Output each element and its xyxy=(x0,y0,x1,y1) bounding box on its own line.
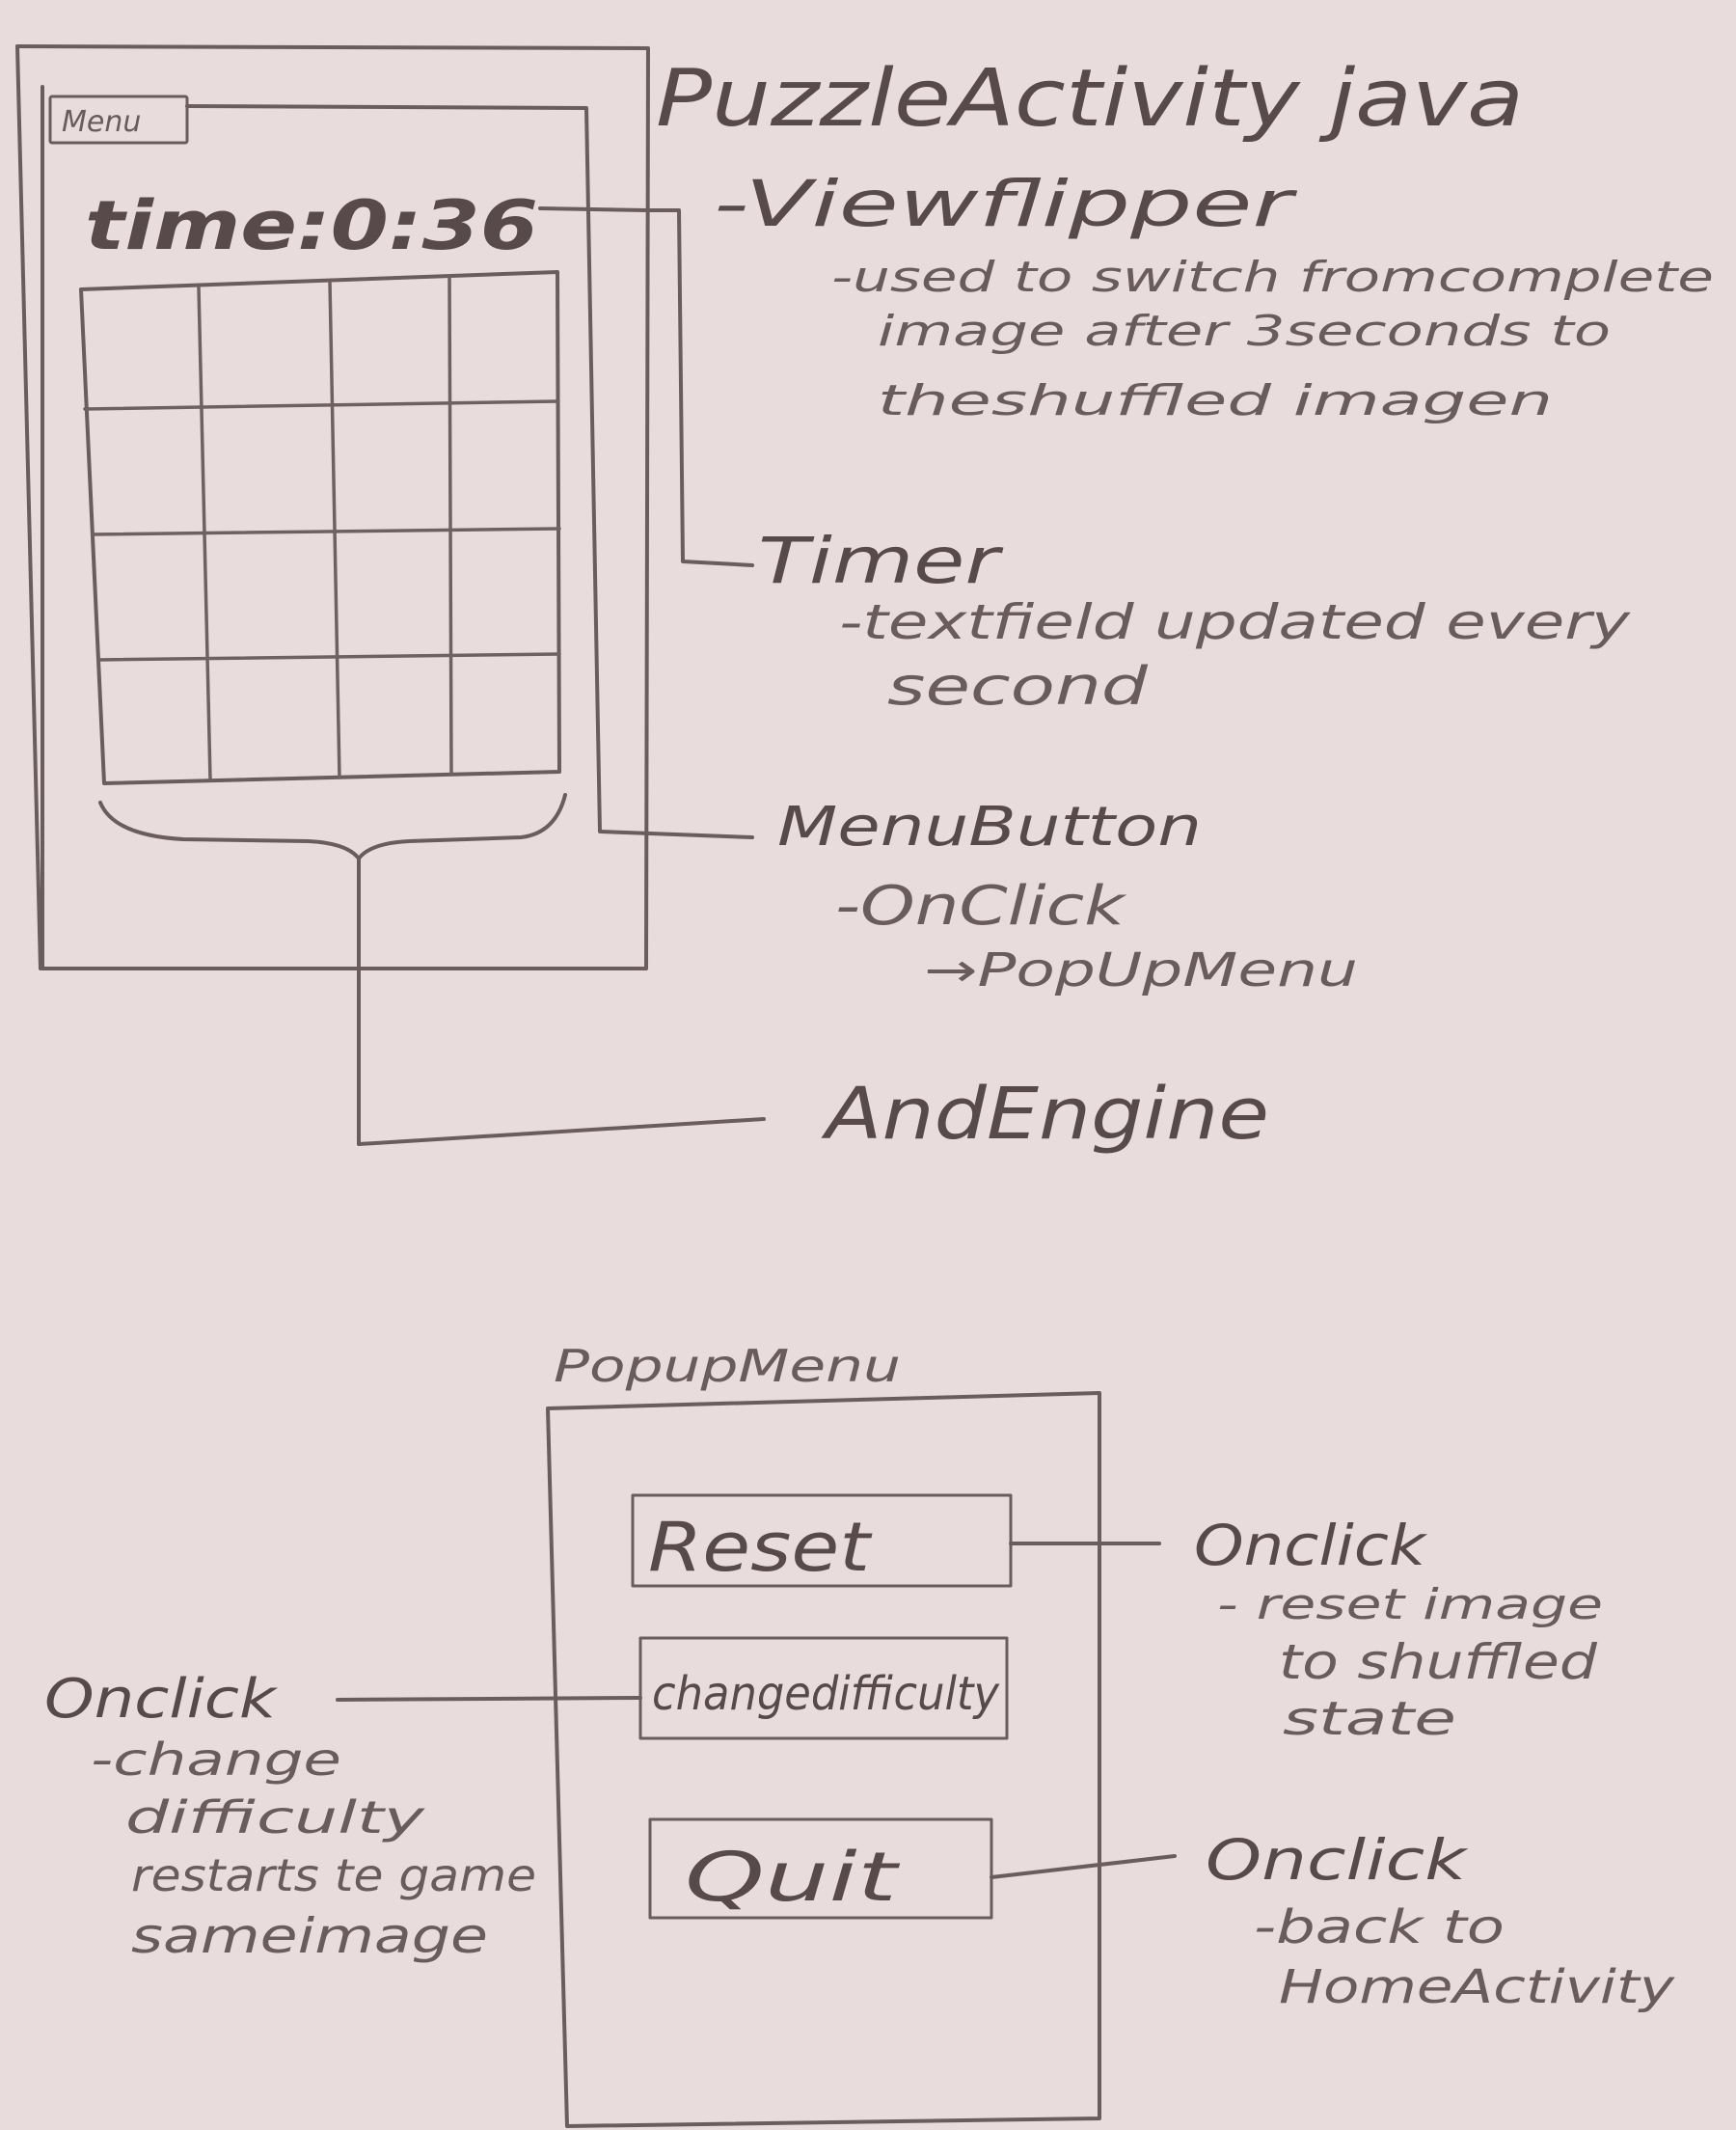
reset-note-line-1: - reset image xyxy=(1217,1580,1603,1629)
timer-connector xyxy=(538,206,754,567)
reset-button-label: Reset xyxy=(648,1508,873,1587)
menu-button-heading: MenuButton xyxy=(777,796,1202,859)
grid-row-line-2 xyxy=(91,527,561,536)
menu-button-connector xyxy=(185,104,754,839)
phone-frame xyxy=(15,44,650,970)
change-difficulty-button-label: changedifficulty xyxy=(652,1667,1000,1721)
menu-button-label: Menu xyxy=(62,105,141,139)
reset-note-line-3: state xyxy=(1283,1692,1456,1746)
difficulty-note-heading: Onclick xyxy=(44,1668,279,1731)
menu-button-line-2: →PopUpMenu xyxy=(924,943,1358,997)
timer-line-2: second xyxy=(887,656,1149,717)
difficulty-note-line-2: difficulty xyxy=(125,1791,425,1843)
quit-connector xyxy=(990,1854,1177,1879)
reset-note-line-2: to shuffled xyxy=(1279,1634,1597,1690)
reset-button[interactable] xyxy=(631,1493,1013,1588)
viewflipper-line-2: image after 3seconds to xyxy=(878,307,1611,356)
change-difficulty-button[interactable] xyxy=(638,1636,1009,1740)
puzzle-grid xyxy=(79,270,561,785)
grid-row-line-3 xyxy=(96,652,561,662)
grid-brace xyxy=(98,793,567,860)
timer-line-1: -textfield updated every xyxy=(839,594,1632,650)
popup-menu-frame xyxy=(546,1391,1101,2128)
timer-heading: Timer xyxy=(758,524,1004,598)
reset-note-heading: Onclick xyxy=(1194,1513,1428,1578)
quit-button-label: Quit xyxy=(685,1838,901,1917)
viewflipper-line-3: theshuffled imagen xyxy=(878,376,1553,425)
grid-col-line-2 xyxy=(328,280,341,779)
puzzle-grid-border[interactable] xyxy=(79,270,561,785)
popup-menu-title: PopupMenu xyxy=(554,1340,901,1392)
phone-frame-left-edge xyxy=(15,44,42,970)
quit-note-line-1: -back to xyxy=(1254,1900,1505,1954)
timer-text: time:0:36 xyxy=(85,186,538,265)
menu-button-line-1: -OnClick xyxy=(835,875,1127,938)
viewflipper-heading: -Viewflipper xyxy=(714,167,1298,241)
quit-note-line-2: HomeActivity xyxy=(1279,1960,1675,2014)
andengine-connector xyxy=(357,857,766,1146)
difficulty-note-line-1: -change xyxy=(91,1734,341,1786)
menu-button[interactable] xyxy=(48,95,189,145)
quit-note-heading: Onclick xyxy=(1206,1827,1469,1893)
andengine-heading: AndEngine xyxy=(821,1073,1269,1156)
viewflipper-line-1: -used to switch fromcomplete xyxy=(831,253,1714,302)
difficulty-note-line-3: restarts te game xyxy=(131,1849,536,1901)
diagram-title: PuzzleActivity java xyxy=(656,53,1524,145)
difficulty-connector xyxy=(336,1696,642,1702)
quit-button[interactable] xyxy=(648,1817,993,1920)
grid-col-line-3 xyxy=(448,274,453,776)
difficulty-note-line-4: sameimage xyxy=(131,1908,488,1964)
grid-row-line-1 xyxy=(83,399,559,411)
